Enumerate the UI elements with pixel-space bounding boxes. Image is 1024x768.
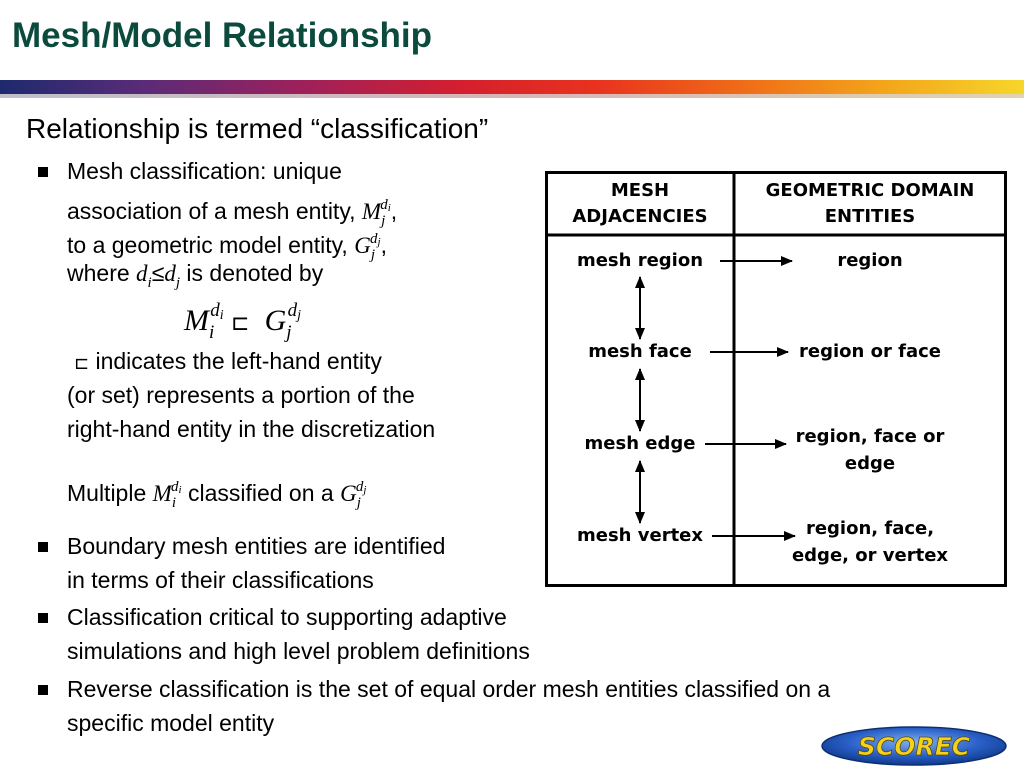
bullet1-desc1: ⊏ indicates the left-hand entity bbox=[74, 348, 382, 374]
bullet4-line1: Reverse classification is the set of equ… bbox=[67, 676, 831, 702]
bullet1-line1: Mesh classification: unique bbox=[67, 158, 342, 184]
mesh-face-label: mesh face bbox=[588, 341, 692, 362]
geom-edge-or-vertex-label: edge, or vertex bbox=[792, 545, 948, 566]
header-mesh: MESH bbox=[611, 180, 669, 201]
geom-region-label: region bbox=[837, 250, 902, 271]
bullet2-line1: Boundary mesh entities are identified bbox=[67, 533, 446, 559]
title-rule bbox=[0, 80, 1024, 94]
classification-formula: Midi ⊏ Gjdj bbox=[184, 300, 301, 343]
mesh-region-label: mesh region bbox=[577, 250, 703, 271]
logo-text: SCOREC bbox=[858, 732, 971, 761]
header-geometric-domain: GEOMETRIC DOMAIN bbox=[766, 180, 975, 201]
diagram-frame bbox=[545, 171, 1007, 587]
bullet1-line2: association of a mesh entity, Mjdi, bbox=[67, 197, 398, 229]
header-entities: ENTITIES bbox=[825, 206, 916, 227]
title-rule-shadow bbox=[0, 94, 1024, 98]
geom-edge-label: edge bbox=[845, 453, 895, 474]
bullet-marker bbox=[38, 685, 48, 695]
bullet4-line2: specific model entity bbox=[67, 710, 275, 736]
classification-diagram: MESH ADJACENCIES GEOMETRIC DOMAIN ENTITI… bbox=[545, 171, 1007, 587]
geom-region-face-or-label: region, face or bbox=[796, 426, 945, 447]
header-adjacencies: ADJACENCIES bbox=[572, 206, 707, 227]
mesh-vertex-label: mesh vertex bbox=[577, 525, 703, 546]
mesh-edge-label: mesh edge bbox=[585, 433, 696, 454]
bullet1-line3: to a geometric model entity, Gjdj, bbox=[67, 231, 387, 263]
bullet3-line2: simulations and high level problem defin… bbox=[67, 638, 530, 664]
geom-region-or-face-label: region or face bbox=[799, 341, 941, 362]
bullet2-line2: in terms of their classifications bbox=[67, 567, 374, 593]
subtitle: Relationship is termed “classification” bbox=[26, 113, 489, 144]
page-title: Mesh/Model Relationship bbox=[12, 16, 433, 55]
logo-ellipse bbox=[821, 726, 1007, 766]
bullet1-desc3: right-hand entity in the discretization bbox=[67, 416, 436, 442]
geom-region-face-label: region, face, bbox=[806, 518, 934, 539]
bullet1-line4: where di≤dj is denoted by bbox=[67, 260, 324, 291]
bullet3-line1: Classification critical to supporting ad… bbox=[67, 604, 507, 630]
bullet-marker bbox=[38, 167, 48, 177]
bullet-marker bbox=[38, 542, 48, 552]
bullet1-desc2: (or set) represents a portion of the bbox=[67, 382, 415, 408]
bullet-marker bbox=[38, 613, 48, 623]
scorec-logo: SCOREC bbox=[821, 726, 1007, 766]
bullet1-multiple: Multiple Midi classified on a Gjdj bbox=[67, 479, 367, 511]
